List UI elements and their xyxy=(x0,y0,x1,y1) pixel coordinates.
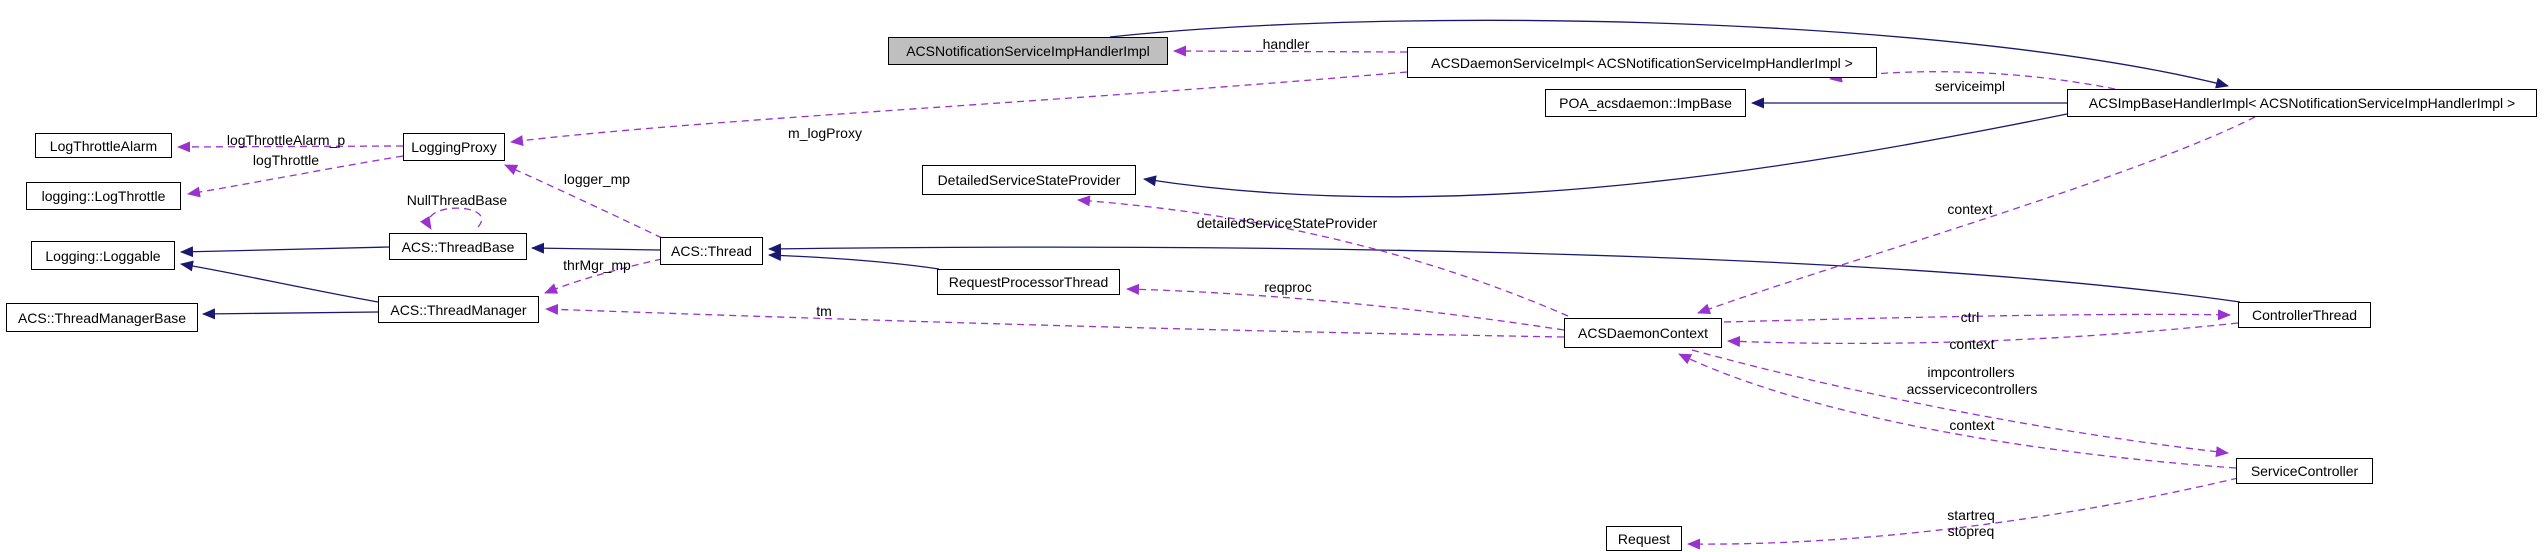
edge-label-serviceimpl: serviceimpl xyxy=(1934,78,2006,94)
edge-threadmanager-to-threadmanagerbase xyxy=(202,308,379,320)
edge-label-reqproc: reqproc xyxy=(1264,279,1312,295)
node-loggingproxy[interactable]: LoggingProxy xyxy=(403,133,505,161)
edge-label-context-servicecontroller: context xyxy=(1949,417,1995,433)
edge-tm xyxy=(545,303,1565,338)
edge-label-handler: handler xyxy=(1262,36,1310,52)
edge-logthrottle xyxy=(187,155,404,198)
node-logging-loggable[interactable]: Logging::Loggable xyxy=(31,241,175,270)
node-acs-threadbase[interactable]: ACS::ThreadBase xyxy=(389,233,527,260)
edge-label-context-impbasehandler: context xyxy=(1947,201,1993,217)
node-controllerthread[interactable]: ControllerThread xyxy=(2238,302,2371,328)
node-acsdaemoncontext[interactable]: ACSDaemonContext xyxy=(1564,318,1722,348)
edge-thrmgr-mp xyxy=(544,258,663,294)
edge-label-acsservicecontrollers: acsservicecontrollers xyxy=(1906,381,2038,397)
edge-label-startreq: startreq xyxy=(1947,507,1995,523)
edge-context-impbasehandler xyxy=(1697,116,2256,315)
node-logging-logthrottle[interactable]: logging::LogThrottle xyxy=(26,182,181,210)
edge-main-to-acsimpbasehandlerimpl xyxy=(1109,19,2229,89)
edge-m-logproxy xyxy=(510,71,1408,146)
edge-label-detailedservicestateprovider: detailedServiceStateProvider xyxy=(1196,215,1378,231)
node-acs-threadmanager[interactable]: ACS::ThreadManager xyxy=(378,296,539,323)
edge-requestprocessorthread-to-thread xyxy=(768,249,940,270)
edge-controllerthread-to-thread xyxy=(768,243,2241,303)
edge-label-context-controllerthread: context xyxy=(1949,336,1995,352)
edge-label-stopreq: stopreq xyxy=(1947,523,1995,539)
node-acs-threadmanagerbase[interactable]: ACS::ThreadManagerBase xyxy=(6,303,198,332)
edge-logger-mp xyxy=(504,164,663,239)
edge-nullthreadbase-selfloop xyxy=(420,207,482,230)
edge-threadmanager-to-loggable xyxy=(180,260,379,303)
edge-acsimpbasehandlerimpl-to-detailedservicestateprovider xyxy=(1143,113,2068,198)
edge-label-m-logproxy: m_logProxy xyxy=(788,125,862,141)
node-detailedservicestateprovider[interactable]: DetailedServiceStateProvider xyxy=(922,165,1136,195)
node-logthrottlealarm[interactable]: LogThrottleAlarm xyxy=(35,133,172,158)
node-acs-thread[interactable]: ACS::Thread xyxy=(660,237,763,265)
node-poa-acsdaemon-impbase[interactable]: POA_acsdaemon::ImpBase xyxy=(1545,89,1746,117)
edge-ctrl xyxy=(1723,309,2231,323)
edge-impcontrollers xyxy=(1691,349,2229,458)
edge-label-impcontrollers: impcontrollers xyxy=(1927,364,2015,380)
edge-detailedservicestateprovider xyxy=(1077,195,1569,317)
edge-label-thrmgr-mp: thrMgr_mp xyxy=(563,257,631,273)
edge-label-logger-mp: logger_mp xyxy=(563,171,631,187)
edge-context-controllerthread xyxy=(1727,322,2239,347)
edge-label-tm: tm xyxy=(816,303,832,319)
edge-threadbase-to-loggable xyxy=(180,246,390,258)
node-acsnotificationserviceimphandlerimpl[interactable]: ACSNotificationServiceImpHandlerImpl xyxy=(888,37,1168,65)
edge-logthrottlealarm-p xyxy=(177,141,404,153)
node-acsdaemonserviceimpl[interactable]: ACSDaemonServiceImpl< ACSNotificationSer… xyxy=(1407,47,1877,78)
edge-label-ctrl: ctrl xyxy=(1960,309,1980,325)
node-acsimpbasehandlerimpl[interactable]: ACSImpBaseHandlerImpl< ACSNotificationSe… xyxy=(2067,89,2537,117)
edge-startreq-stopreq xyxy=(1687,477,2239,550)
edge-reqproc xyxy=(1126,283,1565,331)
node-request[interactable]: Request xyxy=(1606,526,1682,551)
node-requestprocessorthread[interactable]: RequestProcessorThread xyxy=(937,269,1120,295)
edge-label-nullthreadbase: NullThreadBase xyxy=(406,192,508,208)
edge-label-logthrottlealarm-p: logThrottleAlarm_p xyxy=(226,132,346,148)
edge-thread-to-threadbase xyxy=(531,242,661,254)
edge-label-logthrottle: logThrottle xyxy=(252,152,320,168)
edge-handler xyxy=(1173,45,1408,57)
node-servicecontroller[interactable]: ServiceController xyxy=(2236,458,2373,484)
